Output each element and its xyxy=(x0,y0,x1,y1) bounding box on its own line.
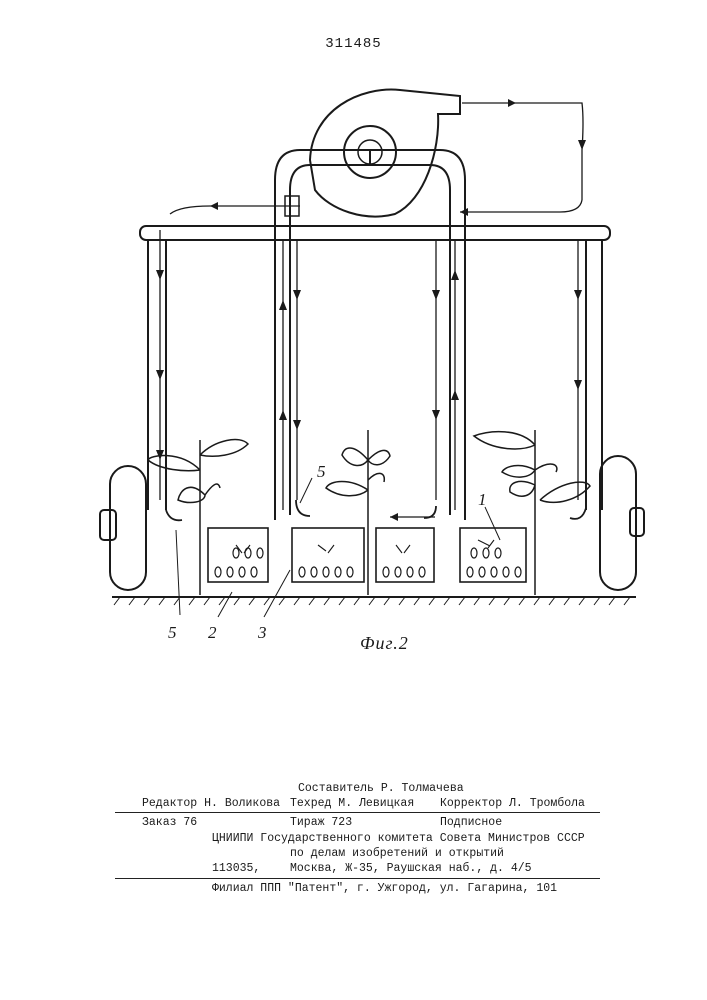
techred: Техред М. Левицкая xyxy=(290,797,414,810)
frame-beam xyxy=(140,226,610,240)
corrector: Корректор Л. Тромбола xyxy=(440,797,585,810)
postcode: 113035, xyxy=(212,862,260,875)
nozzles xyxy=(166,500,586,520)
patent-number: 311485 xyxy=(0,36,707,52)
editor: Редактор Н. Воликова xyxy=(142,797,280,810)
blower-housing xyxy=(310,90,460,217)
order: Заказ 76 xyxy=(142,816,197,829)
composer: Составитель Р. Толмачева xyxy=(298,782,464,795)
address: Москва, Ж-35, Раушская наб., д. 4/5 xyxy=(290,862,532,875)
branch: Филиал ППП "Патент", г. Ужгород, ул. Гаг… xyxy=(212,882,557,895)
rule-top xyxy=(115,812,600,813)
label-2: 2 xyxy=(208,623,217,640)
label-1: 1 xyxy=(478,490,487,509)
circulation: Тираж 723 xyxy=(290,816,352,829)
ground-line xyxy=(112,597,636,605)
institute-dept: по делам изобретений и открытий xyxy=(290,847,504,860)
figure-caption: Фиг.2 xyxy=(360,633,409,654)
subscription: Подписное xyxy=(440,816,502,829)
soil-boxes xyxy=(208,528,526,582)
label-3: 3 xyxy=(257,623,267,640)
plants xyxy=(148,430,590,595)
technical-drawing: 5 2 3 5 1 xyxy=(0,60,707,640)
institute: ЦНИИПИ Государственного комитета Совета … xyxy=(212,832,585,845)
rule-bottom xyxy=(115,878,600,879)
label-5-center: 5 xyxy=(317,462,326,481)
label-5-left: 5 xyxy=(168,623,177,640)
